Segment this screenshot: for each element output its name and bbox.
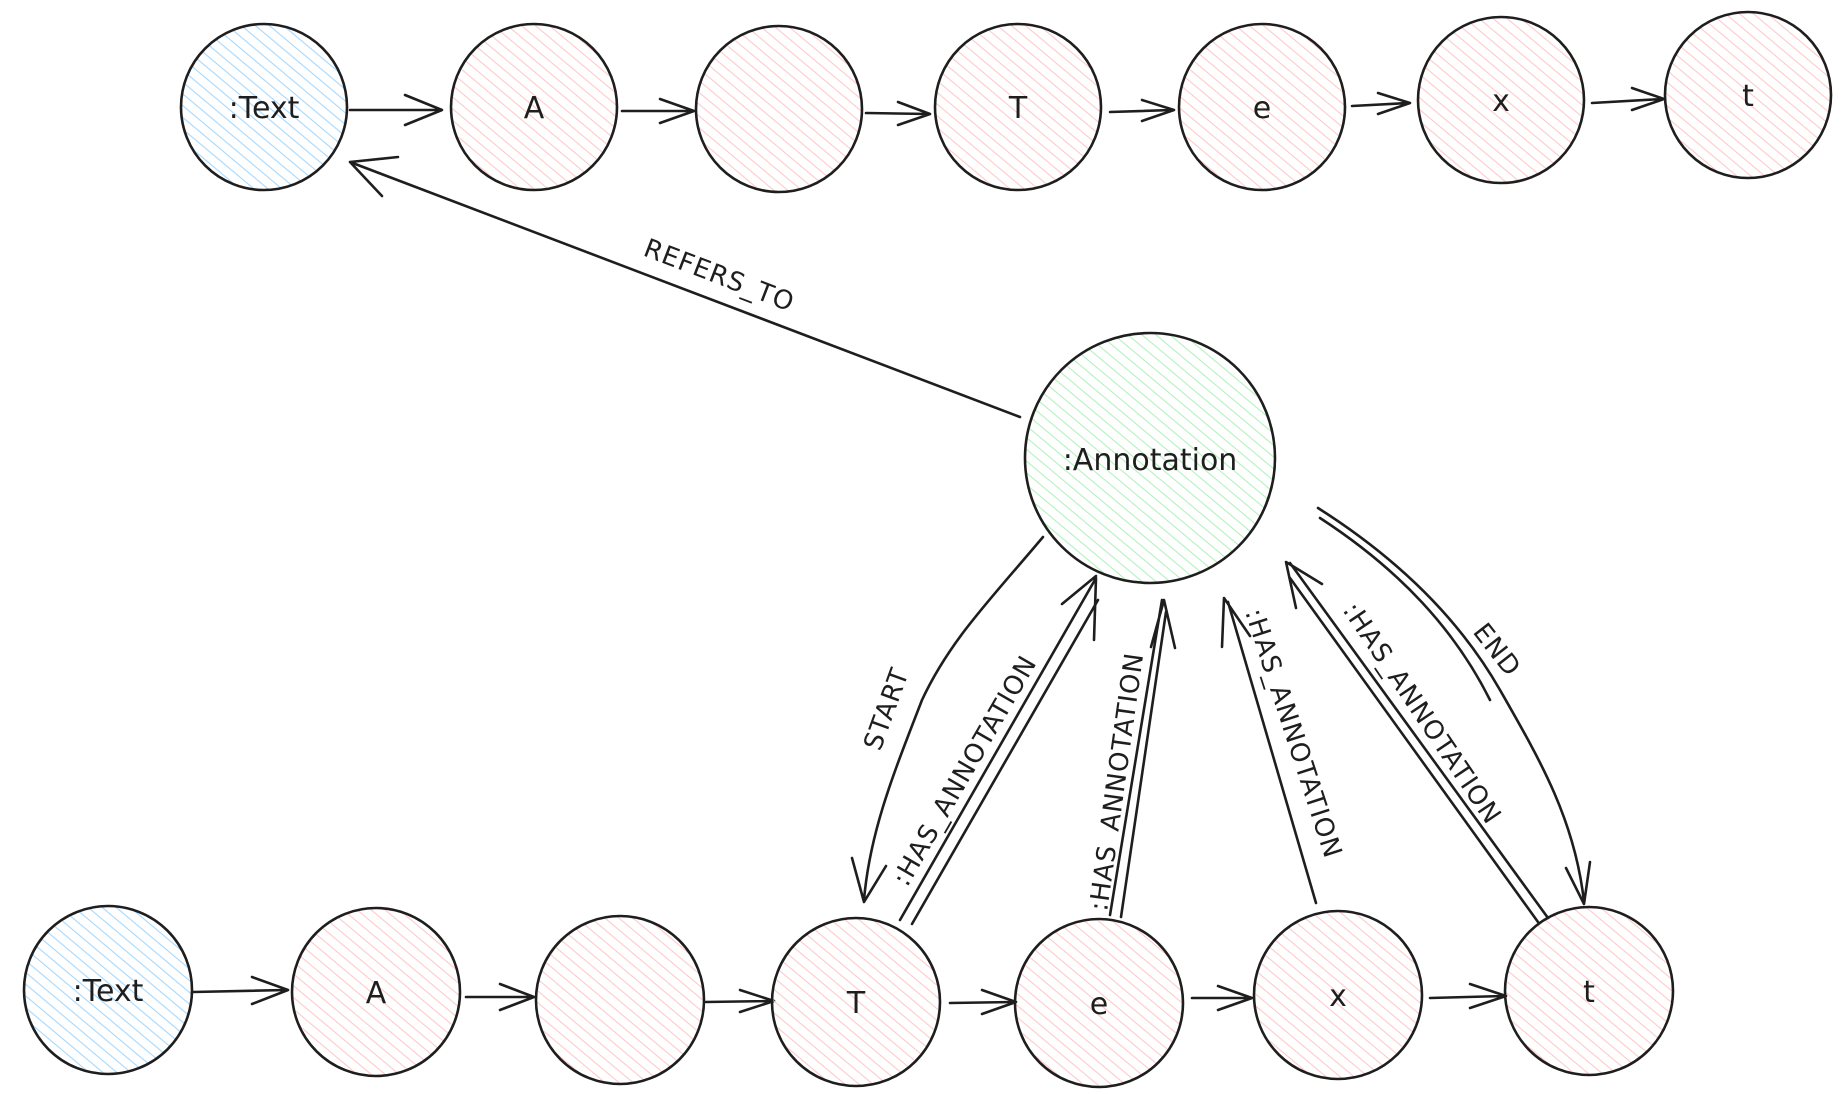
bottom-char-label: e [1090,987,1108,1022]
arrow-bottom-4 [948,988,1018,1016]
bottom-char-node[interactable]: T [770,916,942,1088]
arrow-top-2 [620,97,696,125]
top-char-node[interactable]: x [1416,15,1586,185]
arrow-bottom-2 [464,982,536,1012]
bottom-chain: :Text A T e x t [22,904,1675,1089]
top-text-node[interactable]: :Text [179,22,349,192]
arrow-bottom-3 [704,988,776,1014]
bottom-char-label: A [366,976,387,1011]
refers-to-edge [348,155,1022,419]
arrow-top-4 [1108,98,1176,123]
start-edge [850,535,1045,904]
top-char-node[interactable]: A [449,22,619,192]
bottom-char-node[interactable]: x [1252,909,1424,1081]
arrow-bottom-1 [191,975,290,1006]
top-char-label: A [524,91,545,126]
top-char-label: x [1492,84,1510,119]
bottom-char-node[interactable]: e [1013,917,1185,1089]
arrow-top-1 [348,93,444,127]
arrow-top-3 [864,100,932,127]
has-annotation-edge [1220,596,1318,905]
bottom-char-node[interactable]: A [290,906,462,1078]
has-annotation-edge [898,574,1098,922]
top-char-node[interactable]: t [1663,10,1833,180]
has-annotation-edge [1108,598,1177,917]
bottom-char-node[interactable]: t [1503,905,1675,1077]
bottom-char-label: T [846,986,866,1021]
annotation-edges: REFERS_TO START :HAS_ANNOTATION :HAS_ANN… [348,155,1592,926]
arrow-top-6 [1590,86,1666,112]
top-chain: :Text A T e x t [179,10,1833,194]
end-edge [1316,506,1592,906]
bottom-char-node[interactable] [534,914,706,1086]
top-char-label: T [1008,91,1028,126]
bottom-char-label: x [1329,979,1347,1014]
refers-to-label: REFERS_TO [639,234,798,319]
top-char-node[interactable] [694,24,864,194]
top-text-node-label: :Text [229,91,300,126]
top-char-label: t [1742,79,1754,114]
bottom-chain-arrows [191,975,1508,1016]
bottom-char-label: t [1583,975,1595,1010]
arrow-bottom-5 [1190,984,1254,1012]
annotation-node-label: :Annotation [1063,443,1238,478]
has-annotation-edge [1284,560,1550,920]
annotation-node[interactable]: :Annotation [1023,331,1277,585]
top-chain-arrows [348,86,1666,127]
arrow-top-5 [1350,91,1412,116]
top-char-node[interactable]: e [1177,22,1347,192]
top-char-label: e [1253,91,1271,126]
bottom-text-node-label: :Text [73,974,144,1009]
arrow-bottom-6 [1428,982,1508,1010]
bottom-text-node[interactable]: :Text [22,904,194,1076]
top-char-node[interactable]: T [933,22,1103,192]
